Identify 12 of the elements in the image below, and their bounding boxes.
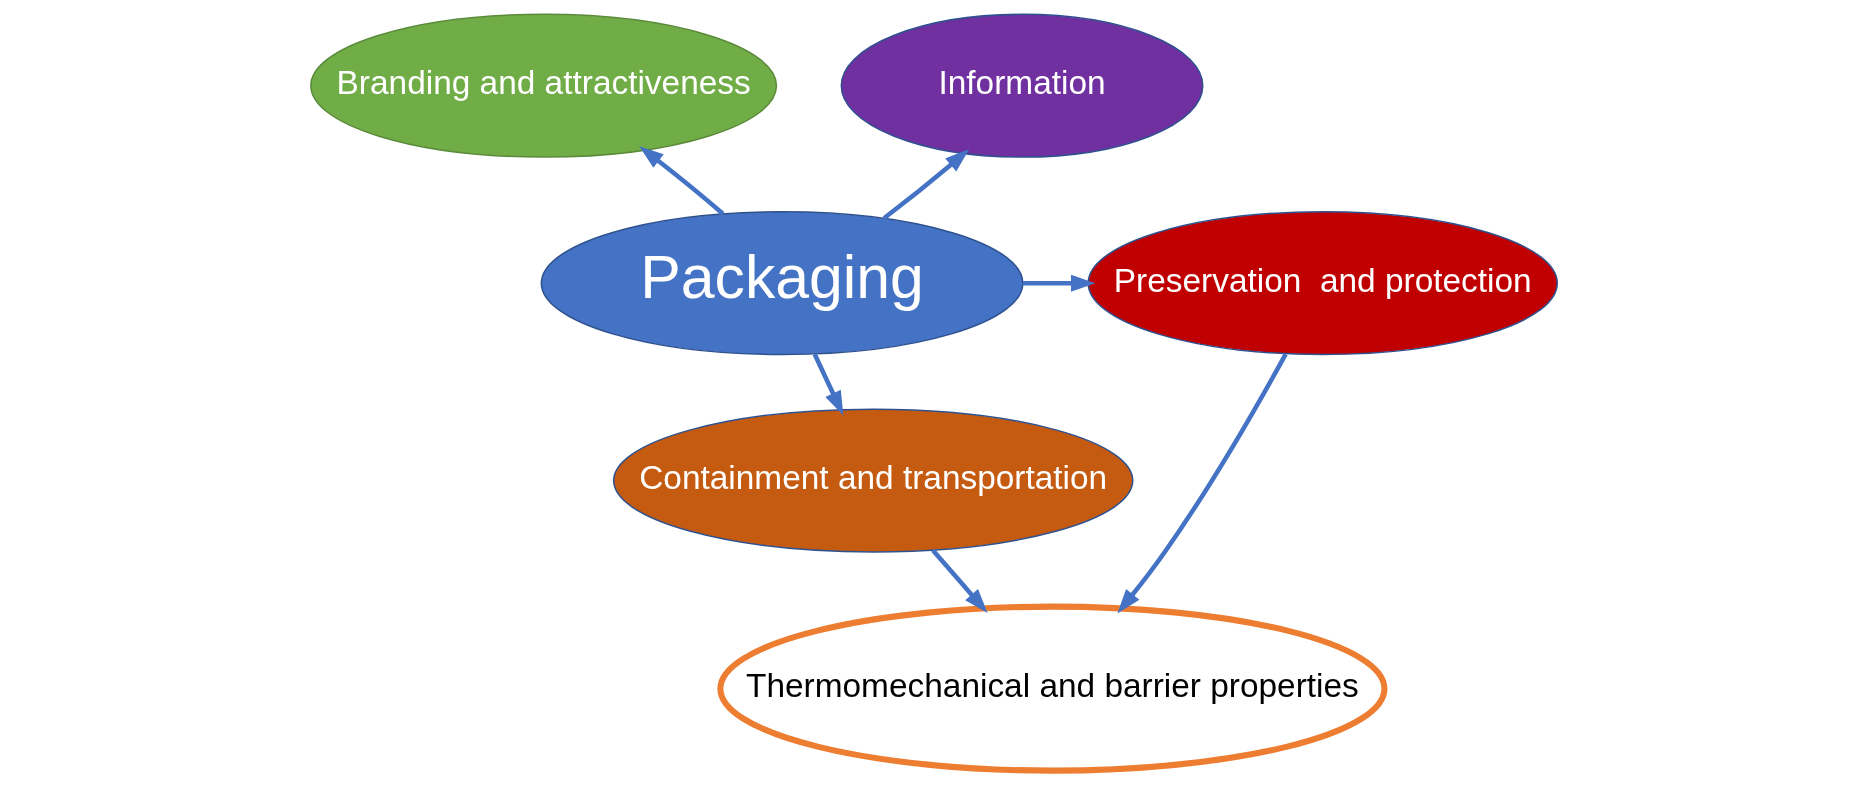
arrow [882,149,970,220]
node-ellipse: Preservation and protection [1087,211,1558,356]
arrow [1117,353,1288,614]
node-ellipse: Packaging [540,211,1024,356]
node-ellipse: Information [840,13,1204,158]
arrow [812,353,844,416]
node-ellipse: Containment and transportation [612,408,1134,553]
arrow [931,548,988,613]
arrow [1022,274,1096,292]
arrow [639,146,725,216]
node-ellipse: Branding and attractiveness [310,13,778,158]
node-ellipse: Thermomechanical and barrier properties [717,603,1388,774]
